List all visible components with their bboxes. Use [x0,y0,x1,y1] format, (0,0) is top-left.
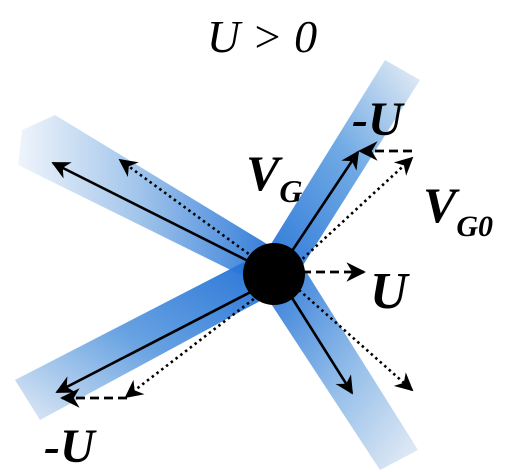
vg0-arrows [118,156,414,399]
ray-band-upper-left [18,115,285,282]
diagram-title: U > 0 [207,11,317,62]
u-label: U [370,263,410,320]
vg-arrow-lower-left [55,280,271,394]
vg0-label: VG0 [423,177,493,243]
source-point [243,243,305,305]
drift-arrows [60,141,412,408]
vg0-arrow-upper-left [118,158,269,270]
vg0-arrow-up-right [284,156,414,276]
vg0-label-sub: G0 [456,210,493,243]
ray-band-lower-left [15,262,262,420]
neg-u-label-bottom: -U [44,420,97,472]
vg0-label-main: V [423,177,460,233]
vg-label-main: V [246,145,283,201]
vg-label: VG [246,145,302,209]
vg-arrow-down-right [280,281,354,395]
neg-u-label-top: -U [352,93,405,146]
vg-arrow-upper-left [51,161,271,274]
vg-label-sub: G [279,173,302,209]
ray-band-upper-right [258,60,420,270]
